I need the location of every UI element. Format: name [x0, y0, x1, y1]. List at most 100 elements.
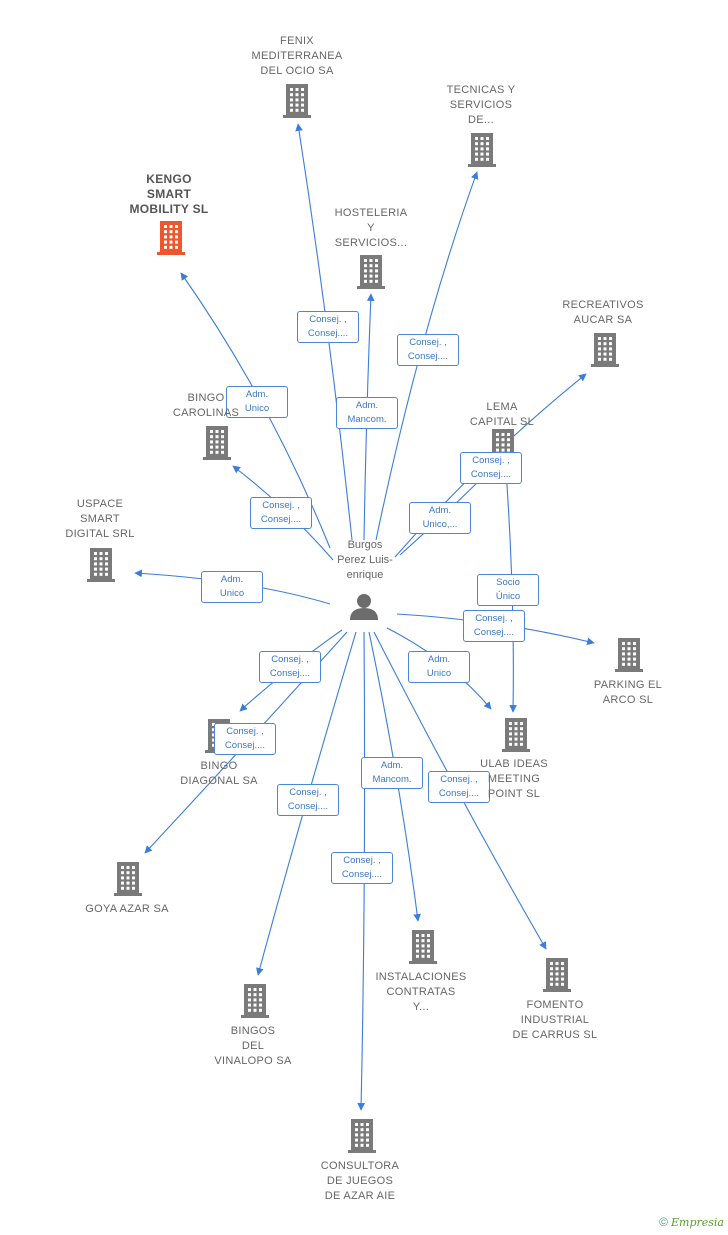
- edge-label-tecnicas[interactable]: Consej. , Consej....: [397, 334, 459, 366]
- company-label-line: AUCAR SA: [573, 314, 633, 326]
- company-label-consultora[interactable]: CONSULTORA DE JUEGOS DE AZAR AIE: [300, 1159, 420, 1204]
- edge-label-line: Adm.: [220, 574, 244, 585]
- building-icon-recreativos[interactable]: [591, 333, 619, 367]
- edge-label-line: Consej....: [287, 801, 329, 812]
- edge-label-line: Consej. ,: [343, 855, 381, 866]
- edge-label-lema[interactable]: Consej. ,Consej....: [460, 452, 522, 484]
- edge-label-ulab[interactable]: Adm.Unico: [408, 651, 470, 683]
- edge-label-line: Mancom.: [347, 414, 387, 425]
- company-label-line: RECREATIVOS: [562, 299, 644, 311]
- company-label-line: SERVICIOS: [449, 99, 513, 111]
- company-label-line: DE AZAR AIE: [324, 1190, 396, 1202]
- edge-label-line: Consej....: [224, 740, 266, 751]
- edge-label-line: Unico: [219, 588, 245, 599]
- edge-label-parking[interactable]: Consej. , Consej....: [463, 610, 525, 642]
- edge-label-kengo[interactable]: Adm. Unico: [226, 386, 288, 418]
- company-label-line: BINGO: [200, 760, 238, 772]
- edge-label-line: Consej. ,: [309, 314, 347, 325]
- edge-label-bingos_vinalopo[interactable]: Consej. , Consej....: [277, 784, 339, 816]
- company-label-line: INSTALACIONES: [375, 971, 467, 983]
- company-label-line: USPACE: [76, 498, 124, 510]
- person-icon[interactable]: [350, 594, 378, 620]
- building-icon-ulab[interactable]: [502, 718, 530, 752]
- edge-label-bingo_carolinas[interactable]: Consej. , Consej....: [250, 497, 312, 529]
- edge-label-line: Socio: [496, 577, 520, 588]
- building-icon-parking[interactable]: [615, 638, 643, 672]
- company-label-line: CONTRATAS: [386, 986, 456, 998]
- edge-label-line: Consej. ,: [226, 726, 264, 737]
- edge-label-line: Consej....: [260, 514, 302, 525]
- company-label-lema[interactable]: LEMA CAPITAL SL: [442, 400, 562, 430]
- edge-label-line: Unico: [244, 403, 270, 414]
- edge-label-fomento[interactable]: Consej. ,Consej....: [428, 771, 490, 803]
- edge-label-line: Adm.: [428, 505, 452, 516]
- edge-label-bingo_diagonal[interactable]: Consej. ,Consej....: [259, 651, 321, 683]
- company-label-line: BINGOS: [230, 1025, 276, 1037]
- company-label-line: CAPITAL SL: [469, 416, 535, 428]
- edge-label-hosteleria[interactable]: Adm.Mancom.: [336, 397, 398, 429]
- edge-label-line: Consej. ,: [289, 787, 327, 798]
- company-label-line: GOYA AZAR SA: [85, 903, 169, 915]
- edge-label-line: Consej. ,: [262, 500, 300, 511]
- company-label-recreativos[interactable]: RECREATIVOS AUCAR SA: [543, 298, 663, 328]
- building-icon-instalaciones[interactable]: [409, 930, 437, 964]
- company-label-line: MEETING: [487, 773, 541, 785]
- building-icon-kengo[interactable]: [157, 221, 185, 255]
- company-label-ulab[interactable]: ULAB IDEAS MEETING POINT SL: [454, 757, 574, 802]
- person-name-label[interactable]: Burgos Perez Luis- enrique: [337, 539, 393, 581]
- building-icon-bingos_vinalopo[interactable]: [241, 984, 269, 1018]
- company-label-line: DE JUEGOS: [326, 1175, 394, 1187]
- building-icon-goya[interactable]: [114, 862, 142, 896]
- company-label-line: DEL: [241, 1040, 265, 1052]
- edge-label-line: Consej. ,: [475, 613, 513, 624]
- brand-logo: Empresia: [671, 1216, 724, 1229]
- company-label-line: CONSULTORA: [320, 1160, 400, 1172]
- edge-label-line: Unico,...: [422, 519, 458, 530]
- company-label-line: FENIX: [280, 35, 314, 47]
- building-icon-fenix[interactable]: [283, 84, 311, 118]
- building-icon-fomento[interactable]: [543, 958, 571, 992]
- edge-label-line: Mancom.: [372, 774, 412, 785]
- edge-label-line: Adm.: [245, 389, 269, 400]
- building-icon-consultora[interactable]: [348, 1119, 376, 1153]
- company-label-line: POINT SL: [487, 788, 541, 800]
- company-label-line: ULAB IDEAS: [480, 758, 548, 770]
- building-icon-tecnicas[interactable]: [468, 133, 496, 167]
- building-icon-uspace[interactable]: [87, 548, 115, 582]
- edge-label-line: Consej....: [473, 627, 515, 638]
- edge-label-instalaciones[interactable]: Adm.Mancom.: [361, 757, 423, 789]
- company-label-line: DEL OCIO SA: [260, 65, 334, 77]
- edge-label-line: Único: [495, 591, 521, 602]
- edge-label-line: Consej. ,: [409, 337, 447, 348]
- company-label-line: DIGITAL SRL: [65, 528, 135, 540]
- building-icon-bingo_carolinas[interactable]: [203, 426, 231, 460]
- edge-label-uspace[interactable]: Adm. Unico: [201, 571, 263, 603]
- edge-label-line: Adm.: [427, 654, 451, 665]
- edge-label-line: Consej....: [307, 328, 349, 339]
- company-label-goya[interactable]: GOYA AZAR SA: [67, 902, 187, 917]
- edge-label-line: Consej. ,: [271, 654, 309, 665]
- edge-label-consultora[interactable]: Consej. , Consej....: [331, 852, 393, 884]
- company-label-line: DE...: [468, 114, 494, 126]
- building-icon-hosteleria[interactable]: [357, 255, 385, 289]
- edge-label-line: Consej....: [341, 869, 383, 880]
- edge-label-line: Consej. ,: [472, 455, 510, 466]
- edge-label-goya[interactable]: Consej. , Consej....: [214, 723, 276, 755]
- edge-label-line: Consej....: [407, 351, 449, 362]
- edge-label-recreativos[interactable]: Adm. Unico,...: [409, 502, 471, 534]
- company-label-line: LEMA: [486, 401, 518, 413]
- company-label-line: ARCO SL: [602, 694, 654, 706]
- edge-label-fenix[interactable]: Consej. , Consej....: [297, 311, 359, 343]
